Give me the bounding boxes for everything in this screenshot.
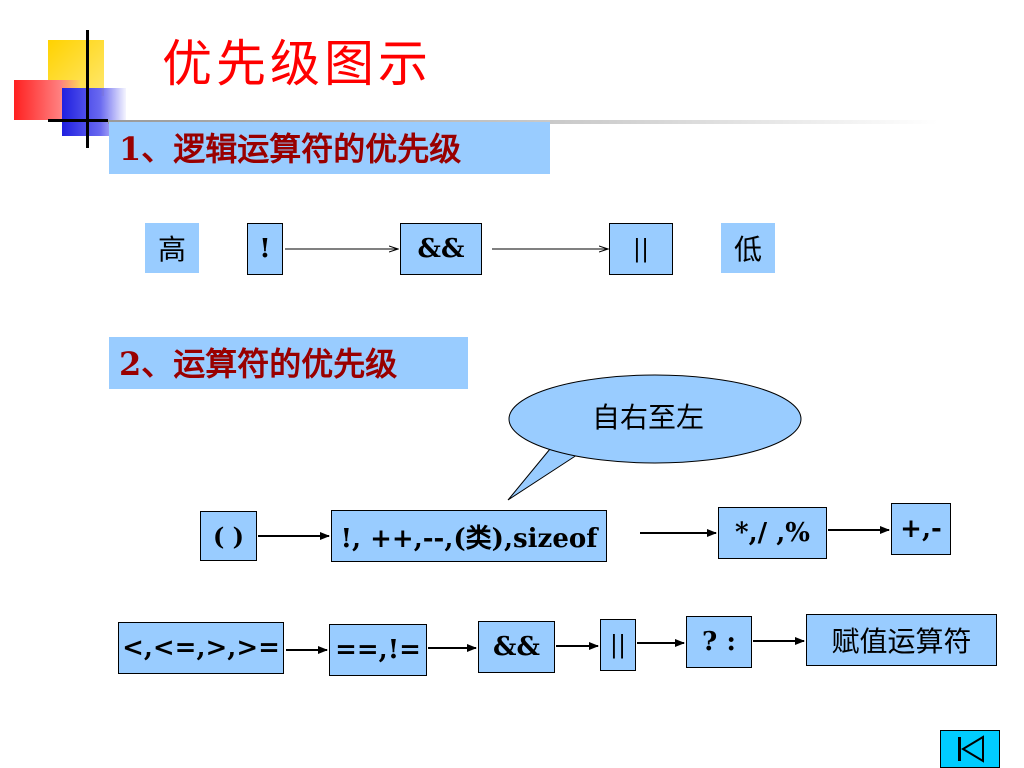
op-logical-or: || (609, 223, 673, 275)
op-relational: <,<=,>,>= (118, 622, 284, 674)
decor-vertical-line (86, 30, 89, 148)
heading-logical-precedence: 1、逻辑运算符的优先级 (109, 122, 550, 174)
op-additive: +,- (891, 503, 951, 555)
op-logical-or-2: || (600, 619, 636, 671)
slide-title: 优先级图示 (162, 35, 432, 93)
bubble-text-right-to-left: 自右至左 (591, 401, 704, 434)
op-parentheses: ( ) (200, 511, 257, 561)
op-logical-and-2: && (478, 621, 555, 673)
op-conditional: ? : (686, 616, 752, 668)
op-assignment: 赋值运算符 (806, 614, 997, 666)
op-unary: !, ++,--,(类),sizeof (331, 510, 607, 562)
nav-first-slide-button[interactable] (940, 730, 1000, 768)
op-not: ! (247, 223, 283, 275)
label-low: 低 (721, 223, 775, 273)
heading-operator-precedence: 2、运算符的优先级 (109, 337, 468, 389)
decor-horizontal-line (48, 119, 108, 122)
label-high: 高 (145, 223, 199, 273)
op-equality: ==,!= (329, 624, 427, 676)
skip-to-start-icon (958, 735, 984, 763)
op-multiplicative: *,/ ,% (718, 507, 827, 559)
op-logical-and: && (400, 223, 482, 275)
speech-bubble (507, 374, 802, 501)
